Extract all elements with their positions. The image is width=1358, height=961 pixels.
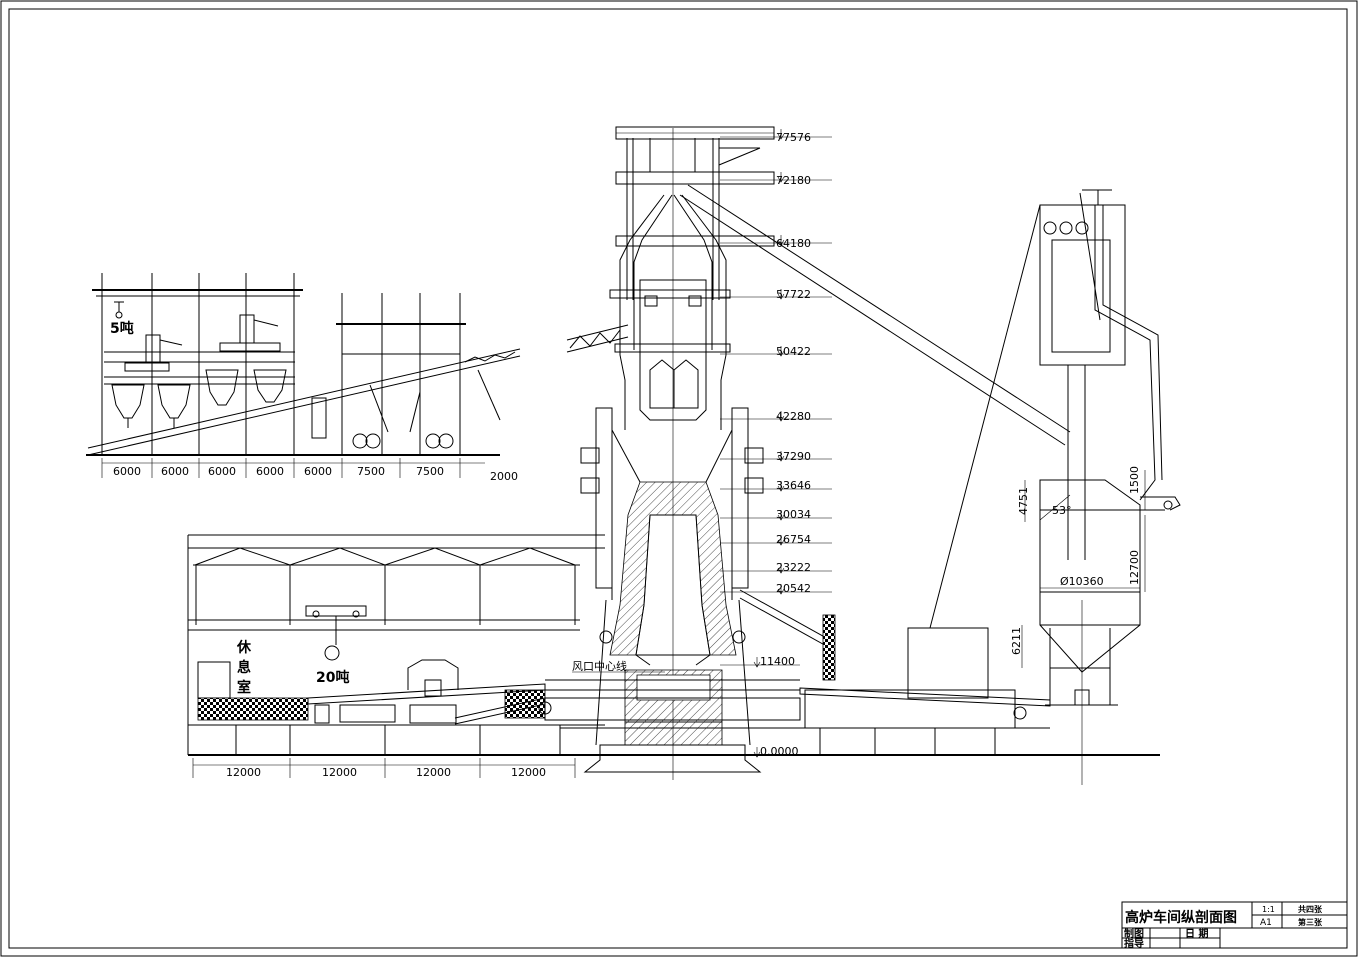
rest-room-char-1: 休 bbox=[236, 639, 252, 656]
elev-14: 0.0000 bbox=[760, 745, 799, 758]
dust-catcher-section: 53° 4751 1500 12700 Ø10360 6211 bbox=[538, 189, 1181, 785]
tuyere-centerline-label: 风口中心线 bbox=[572, 659, 627, 673]
elev-1: 77576 bbox=[776, 131, 811, 144]
dim-bottom-3: 12000 bbox=[416, 766, 451, 779]
elev-8: 33646 bbox=[776, 479, 811, 492]
drawn-by-label: 制图 bbox=[1124, 927, 1144, 940]
drawing-size: A1 bbox=[1260, 918, 1272, 928]
dim-top-4: 6000 bbox=[256, 465, 284, 478]
sheet-number: 第三张 bbox=[1298, 917, 1323, 927]
sheets-total: 共四张 bbox=[1298, 904, 1323, 914]
cast-house-section: 20吨 休 息 室 12000 12000 12000 1200 bbox=[187, 534, 610, 779]
dim-top-3: 6000 bbox=[208, 465, 236, 478]
dim-top-6: 7500 bbox=[357, 465, 385, 478]
elev-9: 30034 bbox=[776, 508, 811, 521]
elev-13: 11400 bbox=[760, 655, 795, 668]
elev-7: 37290 bbox=[776, 450, 811, 463]
title-block: 高炉车间纵剖面图 1:1 A1 共四张 第三张 制图 日 期 指导 bbox=[1121, 901, 1348, 950]
elev-6: 42280 bbox=[776, 410, 811, 423]
inner-border bbox=[8, 8, 1348, 949]
elev-11: 23222 bbox=[776, 561, 811, 574]
dim-dc-3: 12700 bbox=[1128, 550, 1141, 585]
dim-top-7: 7500 bbox=[416, 465, 444, 478]
dim-dc-2: 1500 bbox=[1128, 466, 1141, 494]
elev-12: 20542 bbox=[776, 582, 811, 595]
drawing-title: 高炉车间纵剖面图 bbox=[1125, 909, 1237, 926]
dim-bottom-2: 12000 bbox=[322, 766, 357, 779]
elev-3: 64180 bbox=[776, 237, 811, 250]
drawing-scale: 1:1 bbox=[1262, 905, 1275, 914]
stockhouse-section: 5吨 bbox=[86, 273, 521, 483]
dim-bottom-1: 12000 bbox=[226, 766, 261, 779]
elevation-marks: 77576 72180 64180 57722 50422 42280 3729… bbox=[720, 129, 832, 758]
elev-4: 57722 bbox=[776, 288, 811, 301]
dim-top-5: 6000 bbox=[304, 465, 332, 478]
crane-5t-label: 5吨 bbox=[110, 320, 134, 337]
advisor-label: 指导 bbox=[1124, 937, 1144, 950]
dim-dc-1: 4751 bbox=[1017, 487, 1030, 515]
dim-dc-4: Ø10360 bbox=[1060, 575, 1104, 588]
dim-top-1: 6000 bbox=[113, 465, 141, 478]
dim-top-2: 6000 bbox=[161, 465, 189, 478]
rest-room-char-2: 息 bbox=[237, 659, 251, 676]
dim-dc-5: 6211 bbox=[1010, 627, 1023, 655]
rest-room-char-3: 室 bbox=[237, 679, 251, 696]
elev-2: 72180 bbox=[776, 174, 811, 187]
crane-20t-label: 20吨 bbox=[316, 669, 349, 686]
elev-10: 26754 bbox=[776, 533, 811, 546]
dim-angle: 53° bbox=[1052, 504, 1072, 517]
date-label: 日 期 bbox=[1185, 927, 1208, 940]
dim-top-8: 2000 bbox=[490, 470, 518, 483]
blast-furnace-section: 风口中心线 bbox=[545, 126, 1071, 780]
dim-bottom-4: 12000 bbox=[511, 766, 546, 779]
elev-5: 50422 bbox=[776, 345, 811, 358]
